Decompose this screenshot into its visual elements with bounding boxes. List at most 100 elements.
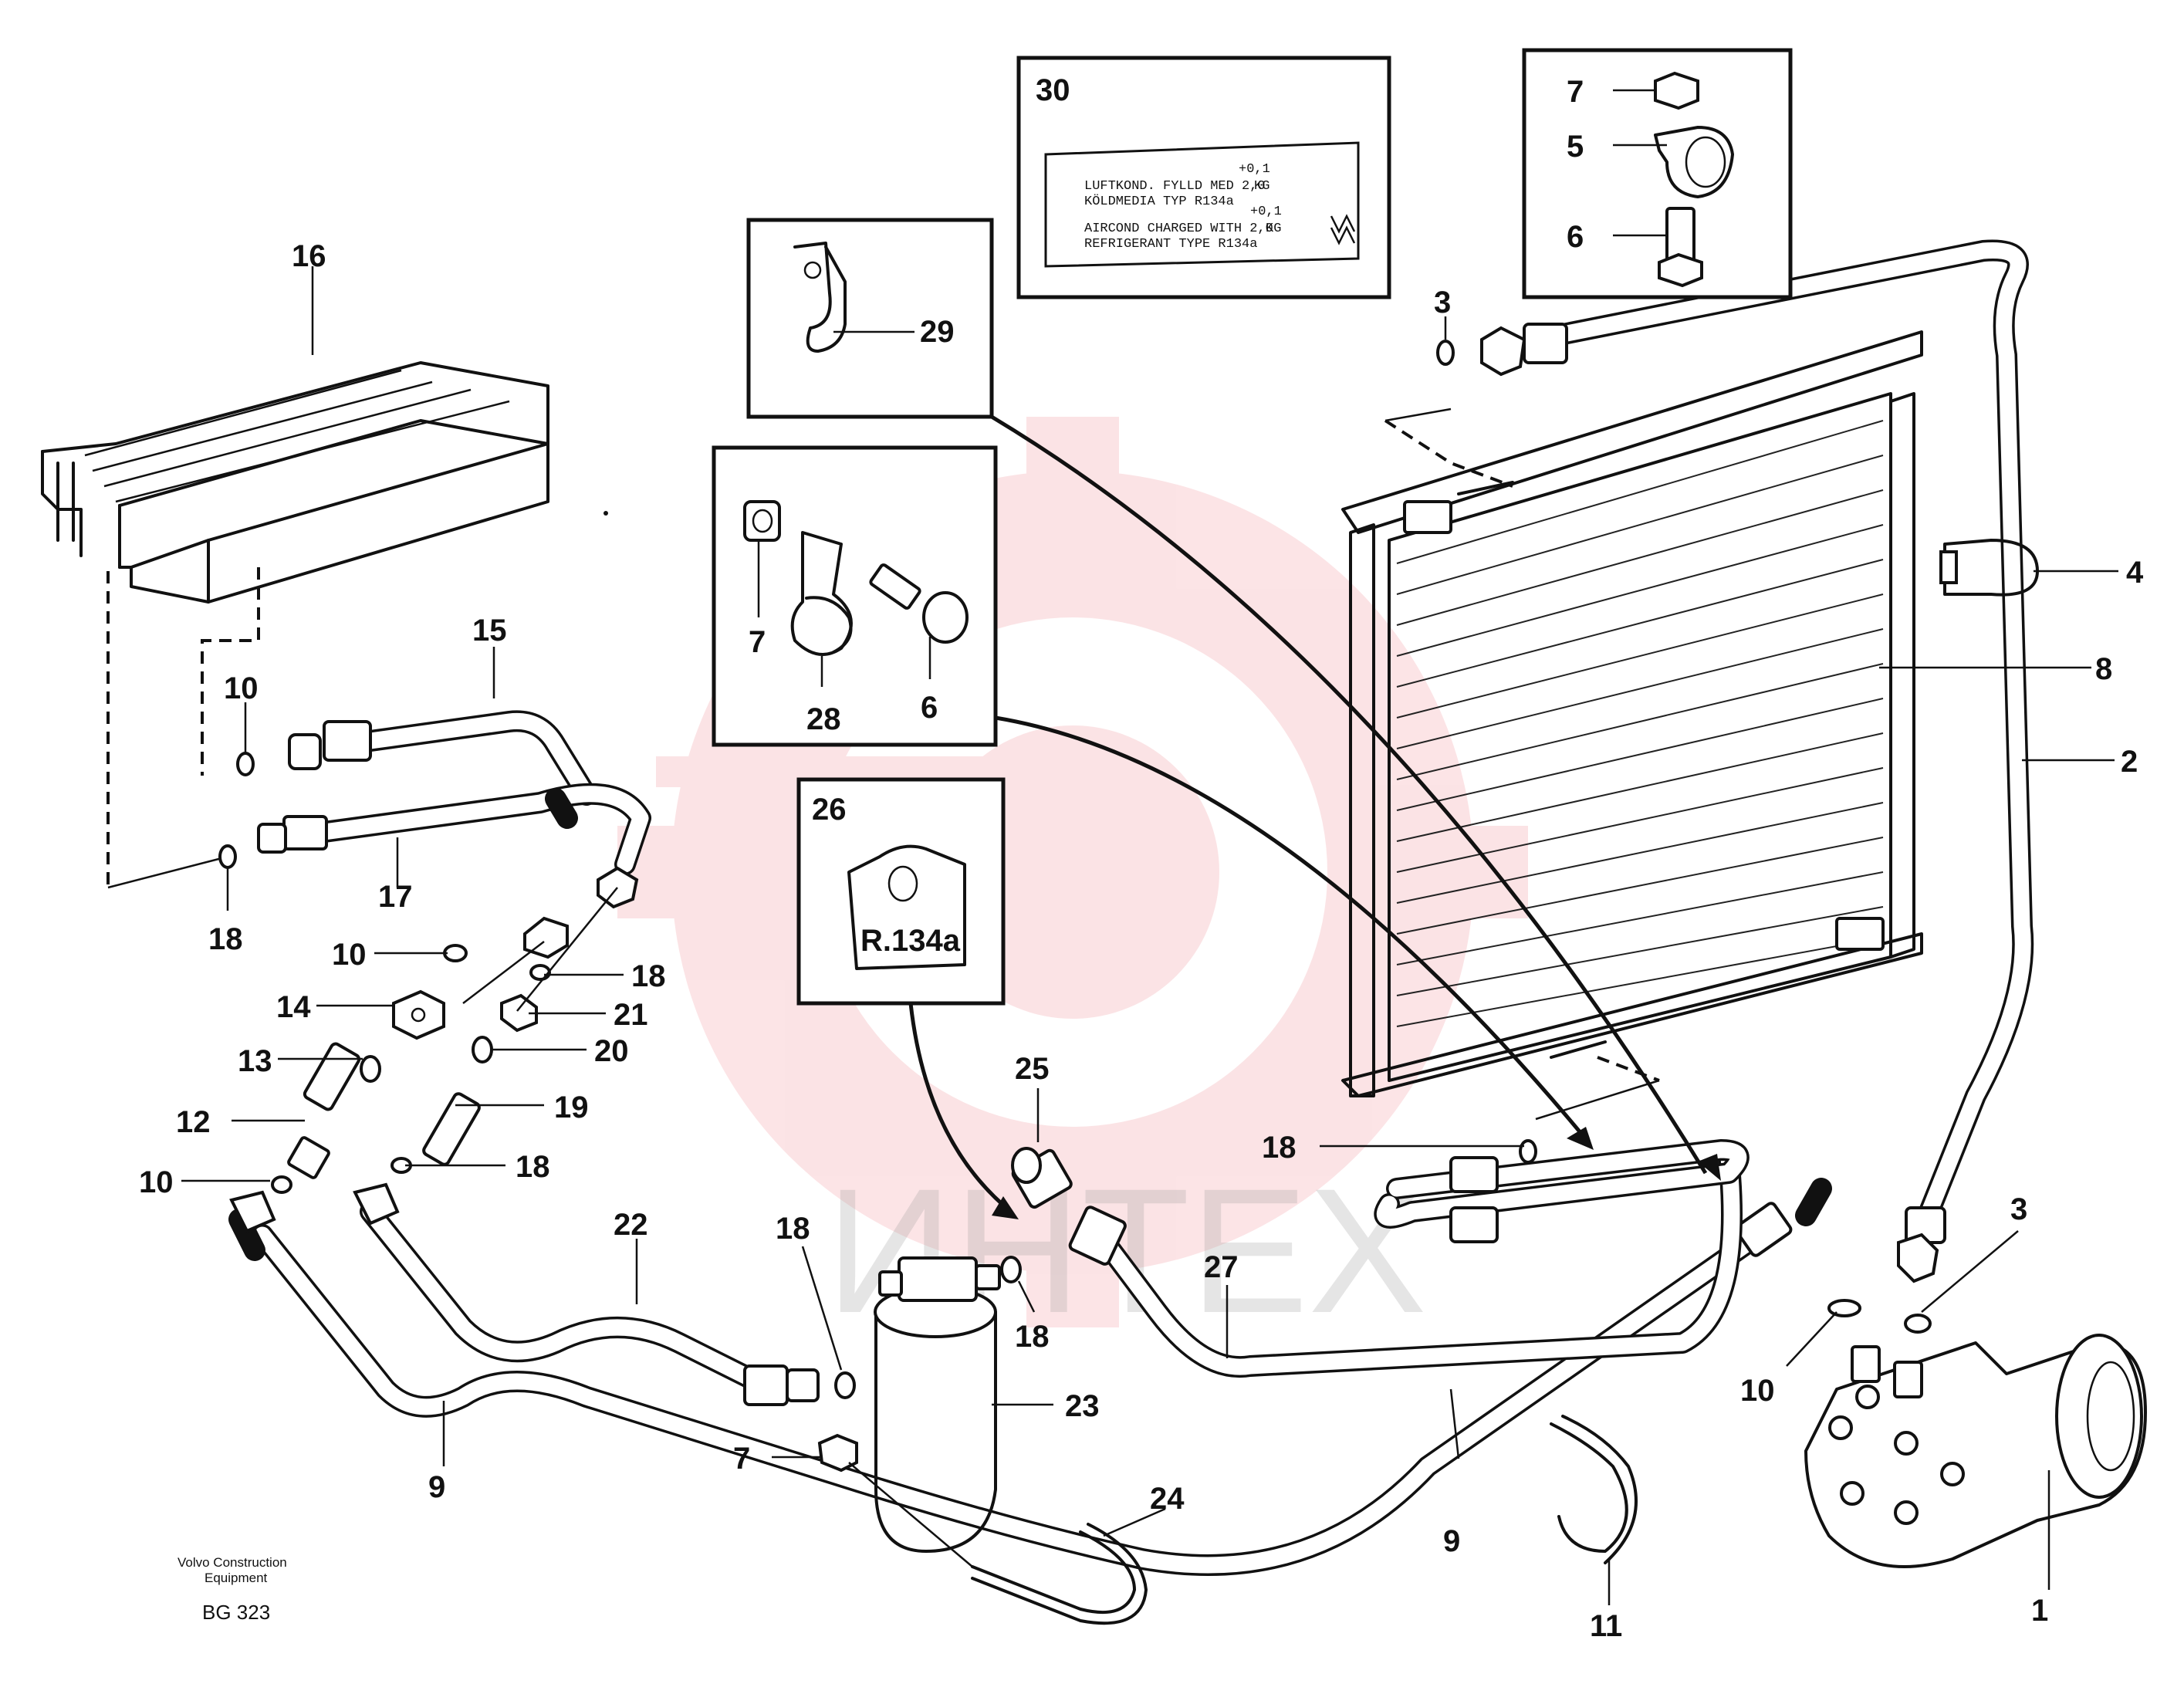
washer-13 <box>360 1055 381 1083</box>
hose-27 <box>1068 1139 1750 1378</box>
washer-10-top <box>236 752 255 776</box>
inset-26-tag: 26 R.134a <box>796 777 1006 1006</box>
footer-line-1: Volvo Construction <box>177 1555 287 1570</box>
label-18-condenser: 18 <box>1262 1131 1297 1165</box>
label-5: 5 <box>1567 130 1584 164</box>
arrow-26 <box>992 1196 1019 1219</box>
label-18-left: 18 <box>208 922 243 956</box>
washer-18-top <box>218 844 237 869</box>
label-13: 13 <box>238 1044 272 1078</box>
washer-18-hose-27 <box>1519 1139 1537 1164</box>
union-12 <box>287 1042 361 1179</box>
footer-block: Volvo Construction Equipment BG 323 <box>177 1555 287 1624</box>
arrow-28 <box>1567 1127 1594 1150</box>
label-21: 21 <box>614 998 648 1032</box>
label-17: 17 <box>378 880 413 914</box>
receiver-drier <box>874 1256 1001 1553</box>
dashed-line-condenser-top <box>1384 419 1513 488</box>
hose-17 <box>257 783 651 875</box>
label-2: 2 <box>2121 745 2138 779</box>
label-10-low: 10 <box>139 1165 174 1199</box>
washer-10-left <box>271 1175 292 1194</box>
hose-15 <box>288 710 597 806</box>
label-3-compressor: 3 <box>2010 1192 2027 1226</box>
label-4: 4 <box>2126 556 2144 590</box>
plug-25 <box>1011 1147 1073 1209</box>
label-18-right: 18 <box>631 959 666 993</box>
label-7-drier: 7 <box>733 1442 750 1476</box>
label-23: 23 <box>1065 1389 1100 1423</box>
label-16: 16 <box>292 239 326 273</box>
inset-30-unit-2: KG <box>1266 221 1281 236</box>
label-29: 29 <box>920 315 955 349</box>
nut-7-drier <box>817 1433 973 1567</box>
hose-22 <box>353 1182 820 1406</box>
label-22: 22 <box>614 1208 648 1242</box>
callout-numbers: 16 15 10 17 18 10 14 13 12 10 18 21 20 1… <box>139 239 2144 1643</box>
pipe-2 <box>1480 239 2034 1283</box>
inset-clamp-kit: 7 5 6 <box>1522 48 1793 299</box>
inset-30-line-3: AIRCOND CHARGED WITH 2,0 <box>1084 221 1273 236</box>
label-7-inset-28: 7 <box>749 625 766 659</box>
label-10-compressor: 10 <box>1740 1374 1775 1408</box>
evaporator-housing <box>41 361 608 604</box>
callout-29-line <box>990 414 1708 1175</box>
inset-29-clamp: 29 <box>746 218 994 419</box>
label-18-low: 18 <box>516 1150 550 1184</box>
label-28: 28 <box>806 702 841 736</box>
compressor <box>1804 1334 2147 1568</box>
dashed-line-housing-to-hose-15 <box>201 567 260 776</box>
washer-10-mid <box>443 944 468 962</box>
washer-18-mid <box>529 964 551 981</box>
inset-30-label: 30 LUFTKOND. FYLLD MED 2,0 KÖLDMEDIA TYP… <box>1016 56 1391 299</box>
label-3-top: 3 <box>1434 286 1451 320</box>
inset-30-superscript-2: +0,1 <box>1250 205 1282 219</box>
label-6-inset-28: 6 <box>921 691 938 725</box>
dashed-line-condenser-bottom <box>1597 1056 1660 1082</box>
nut-14 <box>392 989 445 1040</box>
label-12: 12 <box>176 1105 211 1139</box>
label-20: 20 <box>594 1034 629 1068</box>
label-10-mid: 10 <box>332 938 367 972</box>
inset-30-unit-1: KG <box>1254 179 1269 194</box>
label-11: 11 <box>1590 1609 1622 1643</box>
label-15: 15 <box>472 614 507 648</box>
label-8: 8 <box>2095 652 2112 686</box>
inset-28-clamp-kit: 7 28 6 <box>712 445 998 747</box>
callout-26-line <box>908 1003 1013 1213</box>
leader-lines <box>181 266 2118 1605</box>
label-25: 25 <box>1015 1052 1050 1086</box>
label-7-inset: 7 <box>1567 75 1584 109</box>
union-19 <box>422 1092 481 1166</box>
footer-line-2: Equipment <box>205 1571 268 1585</box>
label-19: 19 <box>554 1091 589 1124</box>
washer-20 <box>472 1036 493 1063</box>
label-18-drier-left: 18 <box>776 1212 810 1246</box>
label-14: 14 <box>276 990 311 1024</box>
condenser <box>1341 330 1923 1097</box>
label-1: 1 <box>2031 1594 2048 1628</box>
label-10-top: 10 <box>224 671 259 705</box>
washer-10-compressor <box>1827 1299 1861 1317</box>
nut-21 <box>500 993 538 1033</box>
footer-code: BG 323 <box>202 1601 270 1624</box>
arrow-29 <box>1698 1154 1721 1181</box>
inset-30-line-4: REFRIGERANT TYPE R134a <box>1084 237 1257 252</box>
inset-30-line-2: KÖLDMEDIA TYP R134a <box>1084 194 1234 209</box>
washer-3-top <box>1436 340 1455 366</box>
washer-18-by-drier <box>834 1371 856 1399</box>
tag-text: R.134a <box>860 924 961 958</box>
inset-26-number: 26 <box>812 793 847 827</box>
label-9-left: 9 <box>428 1470 445 1504</box>
hose-9 <box>228 1178 1832 1576</box>
callout-28-line <box>995 715 1584 1136</box>
label-18-drier-right: 18 <box>1015 1320 1050 1354</box>
inset-30-number: 30 <box>1036 73 1070 107</box>
label-24: 24 <box>1150 1482 1185 1516</box>
label-6-inset: 6 <box>1567 220 1584 254</box>
inset-30-line-1: LUFTKOND. FYLLD MED 2,0 <box>1084 179 1266 194</box>
label-27: 27 <box>1204 1250 1239 1284</box>
clip-11 <box>1550 1415 1638 1564</box>
washer-18-drier-right <box>1000 1256 1022 1283</box>
